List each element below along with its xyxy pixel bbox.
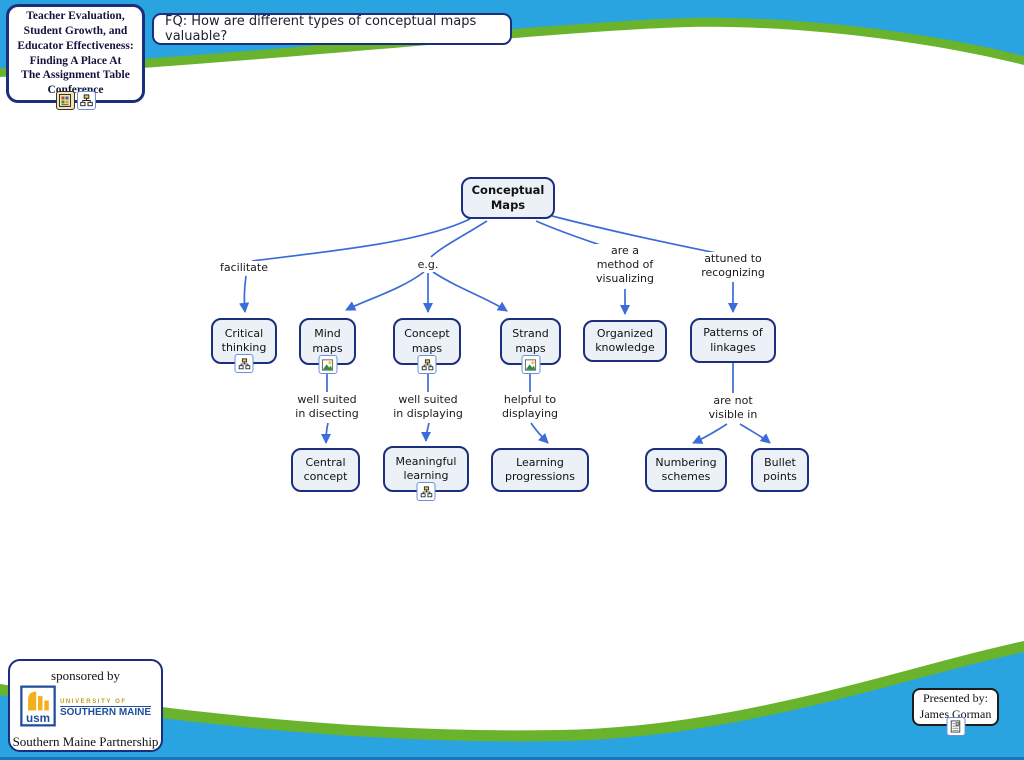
node-organized-knowledge[interactable]: Organized knowledge (583, 320, 667, 362)
node-mind-maps[interactable]: Mind maps (299, 318, 356, 374)
svg-text:usm: usm (26, 712, 50, 725)
title-line: The Assignment Table (21, 69, 130, 82)
usm-wordmark: UNIVERSITY OF SOUTHERN MAINE (59, 699, 152, 718)
document-resource-icon[interactable] (55, 91, 75, 110)
title-line: Finding A Place At (29, 54, 122, 67)
link-label-well-suited-in-disecting[interactable]: well suited in disecting (287, 393, 367, 421)
node-bullet-points[interactable]: Bullet points (751, 448, 809, 492)
cmap-resource-icon[interactable] (76, 91, 96, 110)
node-strand-maps[interactable]: Strand maps (500, 318, 561, 374)
title-line: Educator Effectiveness: (17, 39, 134, 52)
partnership-label: Southern Maine Partnership (12, 734, 159, 749)
focus-question-text: FQ: How are different types of conceptua… (165, 14, 477, 44)
node-central-concept[interactable]: Central concept (291, 448, 360, 492)
cmap-resource-icon[interactable] (234, 354, 254, 373)
link-label-are-not-visible-in[interactable]: are not visible in (701, 394, 765, 422)
sponsor-box: sponsored by usm UNIVERSITY OF SOUTHERN … (8, 659, 163, 752)
link-label-well-suited-in-displaying[interactable]: well suited in displaying (386, 393, 470, 421)
image-resource-icon[interactable] (521, 355, 540, 374)
link-label-attuned-to-recognizing[interactable]: attuned to recognizing (690, 252, 776, 280)
image-resource-icon[interactable] (318, 355, 337, 374)
conference-title-box: Teacher Evaluation, Student Growth, and … (6, 4, 145, 110)
annotation-resource-icon[interactable] (946, 717, 965, 736)
node-learning-progressions[interactable]: Learning progressions (491, 448, 589, 492)
node-conceptual-maps[interactable]: Conceptual Maps (461, 177, 555, 219)
link-label-helpful-to-displaying[interactable]: helpful to displaying (497, 393, 563, 421)
cmap-resource-icon[interactable] (416, 482, 436, 501)
node-numbering-schemes[interactable]: Numbering schemes (645, 448, 727, 492)
sponsored-by-label: sponsored by (51, 668, 120, 683)
link-label-method-of-visualizing[interactable]: are a method of visualizing (585, 244, 665, 286)
node-concept-maps[interactable]: Concept maps (393, 318, 461, 374)
title-line: Student Growth, and (23, 24, 128, 37)
title-line: Teacher Evaluation, (26, 9, 125, 22)
node-patterns-of-linkages[interactable]: Patterns of linkages (690, 318, 776, 363)
node-meaningful-learning[interactable]: Meaningful learning (383, 446, 469, 501)
presented-by-label: Presented by: (923, 691, 988, 706)
presenter-name: James Gorman (919, 707, 992, 721)
link-label-facilitate[interactable]: facilitate (204, 261, 284, 275)
cmap-resource-icon[interactable] (417, 355, 437, 374)
focus-question-box: FQ: How are different types of conceptua… (152, 13, 512, 45)
presenter-box: Presented by: James Gorman (912, 688, 999, 736)
link-label-eg[interactable]: e.g. (408, 258, 448, 272)
node-critical-thinking[interactable]: Critical thinking (211, 318, 277, 373)
usm-logo: usm (20, 685, 56, 732)
